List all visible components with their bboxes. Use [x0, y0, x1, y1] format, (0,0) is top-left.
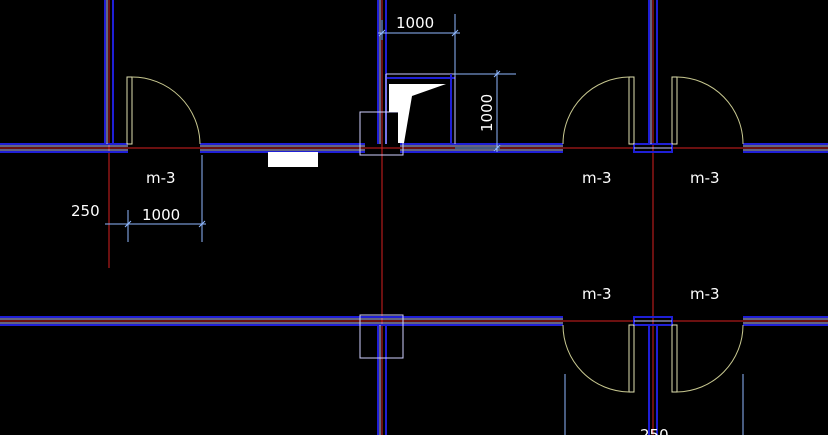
shaft-fill-shape	[389, 84, 446, 143]
door-label-5: m-3	[690, 285, 720, 303]
wall-bottom-pier-right	[633, 316, 673, 326]
wedge-fill-shape	[268, 152, 318, 167]
door-label-3: m-3	[690, 169, 720, 187]
wall-vertical-center-bottom	[377, 325, 387, 435]
dim-wall-offset-text: 250	[71, 202, 100, 220]
door-label-2: m-3	[582, 169, 612, 187]
wall-top-center-right	[400, 143, 563, 153]
wall-vertical-left	[104, 0, 114, 144]
wall-bottom-left	[0, 316, 563, 326]
wall-vertical-right-top	[648, 0, 658, 144]
shaft-walls	[385, 73, 456, 144]
dimension-lines	[105, 14, 744, 435]
wall-vertical-right-bottom	[648, 325, 658, 435]
door-1-symbol[interactable]	[126, 76, 201, 145]
wall-top-pier-right	[633, 143, 673, 153]
wall-bottom-right	[743, 316, 828, 326]
dim-door-width-text: 1000	[142, 206, 180, 224]
dimension-texts: 1000 1000 1000 250 250	[71, 14, 669, 435]
door-label-1: m-3	[146, 169, 176, 187]
wall-top-right	[743, 143, 828, 153]
door-label-4: m-3	[582, 285, 612, 303]
doors	[126, 76, 744, 393]
column-box-bottom[interactable]	[359, 314, 404, 359]
door-2-symbol[interactable]	[562, 76, 744, 145]
wall-top-middle	[200, 143, 365, 153]
dim-top-width-text: 1000	[396, 14, 434, 32]
dim-side-height-text: 1000	[478, 94, 496, 132]
walls-vertical	[104, 0, 658, 435]
walls-horizontal	[0, 143, 828, 326]
door-labels: m-3 m-3 m-3 m-3 m-3	[146, 169, 720, 303]
solid-fills	[268, 84, 446, 167]
door-3-symbol[interactable]	[562, 324, 744, 393]
dim-bottom-partial-text: 250	[640, 426, 669, 435]
